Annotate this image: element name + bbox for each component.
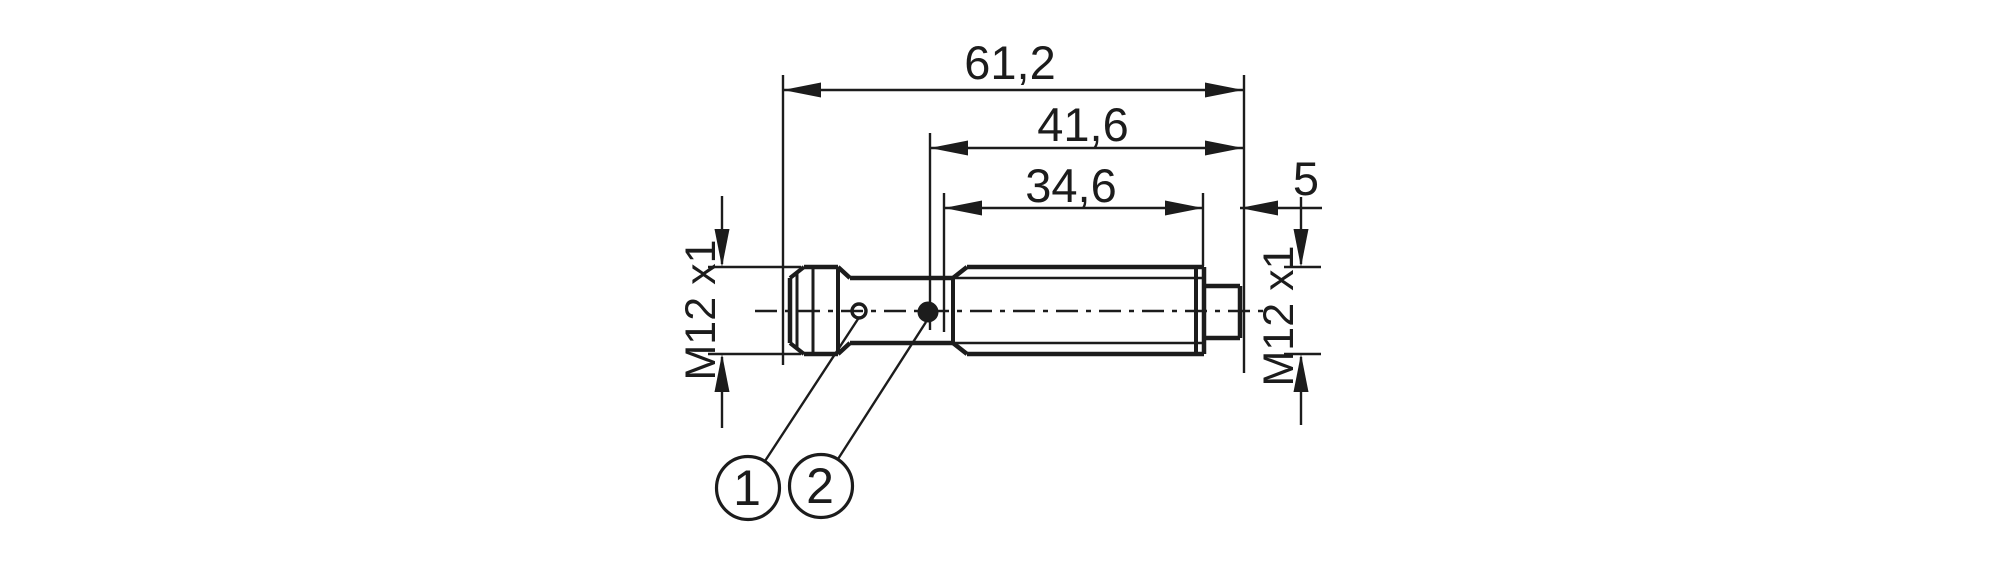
part-outline-segment: [951, 341, 969, 356]
led-indicator: [850, 302, 868, 320]
overall-length-dimension-label: 61,2: [964, 36, 1055, 89]
front-thread-label: M12 x1: [677, 239, 725, 380]
dimension-arrowhead: [714, 354, 730, 392]
geometry-layer: [708, 75, 1322, 522]
dimension-arrowhead: [1293, 354, 1309, 392]
callout-circle: [787, 452, 855, 520]
part-outline-segment: [788, 341, 806, 356]
callout-leader-line: [836, 321, 928, 460]
callout-2-number: 2: [806, 458, 834, 514]
connector-length-dimension-label: 5: [1293, 152, 1319, 205]
thread-length-dimension-label: 34,6: [1025, 159, 1116, 212]
dimension-arrowhead: [1293, 229, 1309, 267]
dimension-arrowhead: [1165, 200, 1203, 216]
part-outline-segment: [951, 265, 969, 280]
callout-labels: 1 2: [733, 458, 834, 516]
dimension-arrowhead: [944, 200, 982, 216]
dimension-labels: 61,2 41,6 34,6 5 M12 x1 M12 x1: [677, 36, 1319, 387]
connector-thread-label: M12 x1: [1255, 245, 1303, 386]
dimension-arrowhead: [1205, 82, 1243, 98]
dimension-arrowhead: [783, 82, 821, 98]
part-outline-segment: [788, 265, 806, 280]
dimension-arrowhead: [1205, 140, 1243, 156]
dimension-arrowhead: [714, 229, 730, 267]
dimension-arrowhead: [930, 140, 968, 156]
callout-circle: [714, 454, 782, 522]
callout-leader-line: [763, 318, 860, 462]
callout-1-number: 1: [733, 460, 761, 516]
led-indicator: [917, 301, 939, 323]
dimension-arrowhead: [1240, 200, 1278, 216]
part-outline-segment: [836, 341, 852, 356]
body-length-dimension-label: 41,6: [1037, 98, 1128, 151]
part-outline-segment: [836, 265, 852, 280]
